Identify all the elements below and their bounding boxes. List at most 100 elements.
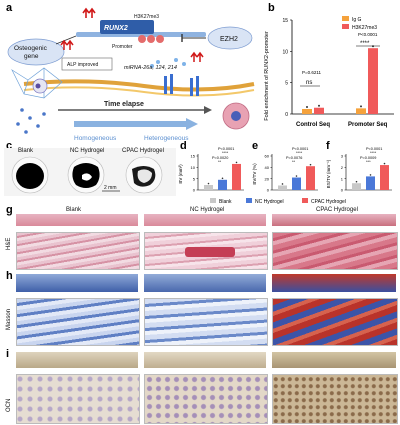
chart-d-tick-label: 0 xyxy=(193,188,196,193)
legend-nc: NC Hydrogel xyxy=(255,199,284,205)
ocn-blank-zoom xyxy=(16,374,140,424)
chart-b-ylabel: Fold enrichment of RUNX2-promoter xyxy=(264,31,270,121)
masson-blank-zoom xyxy=(16,298,140,346)
chart-e-tick-label: 0 xyxy=(267,188,270,193)
panel-label-a: a xyxy=(6,2,13,14)
nucleosome-3 xyxy=(156,35,164,43)
chart-f-bar xyxy=(380,165,389,190)
chart-b-tick-label: 15 xyxy=(282,18,288,24)
chart-e-bar xyxy=(306,166,315,190)
chart-b-tick-label: 10 xyxy=(282,49,288,55)
chart-e-point xyxy=(281,183,284,185)
chart-e-tick-label: 60 xyxy=(265,154,270,159)
legend-h3k: H3K27me3 xyxy=(352,25,377,31)
chart-b-bar xyxy=(368,48,378,115)
chart-f-tick-label: 3 xyxy=(341,154,344,159)
microct-label-blank: Blank xyxy=(18,148,34,154)
chart-b-point xyxy=(318,104,320,107)
chart-d-point xyxy=(221,177,224,180)
chart-f-bar xyxy=(366,176,375,190)
ocn-cpac-zoom xyxy=(272,374,398,424)
chart-d-bar xyxy=(232,163,241,190)
chart-f-tick-label: 1 xyxy=(341,176,344,181)
molecule-icons xyxy=(150,58,186,68)
gene-label: gene xyxy=(24,53,39,60)
schematic-diagram: RUNX2 H3K27me3 Promoter EZH2 Osteogenic … xyxy=(7,7,255,142)
mirna-up-arrows-icon xyxy=(190,51,204,62)
row-label-ocn: OCN xyxy=(6,398,12,412)
nucleosome-2 xyxy=(147,35,155,43)
chart-b-tick-label: 0 xyxy=(285,112,288,118)
alp-label: ALP improved xyxy=(67,62,99,68)
heterogeneous-label: Heterogeneous xyxy=(144,135,189,142)
mirna-label: miRNA-26a, 124, 214 xyxy=(124,65,177,71)
legend-nc-swatch xyxy=(246,198,252,203)
osteo-up-arrows-icon xyxy=(60,39,74,50)
chart-e-bar xyxy=(278,185,287,190)
masson-cpac-zoom xyxy=(272,298,398,346)
he-cpac-overview xyxy=(272,214,396,226)
cat-control: Control Seq xyxy=(296,122,330,128)
chart-e-ylabel: BV/TV (%) xyxy=(252,163,257,185)
legend-cpac-swatch xyxy=(302,198,308,203)
chart-f-p1: P<0.0001 xyxy=(366,147,382,151)
chart-e-m2: ** xyxy=(292,159,296,164)
panel-label-c: c xyxy=(6,140,13,152)
promoter-label: Promoter xyxy=(112,44,133,50)
panel-label-f: f xyxy=(326,140,330,152)
masson-blank-overview xyxy=(16,274,138,292)
sig-control-mark: ns xyxy=(306,80,312,86)
chart-d-bar xyxy=(218,179,227,190)
masson-nc-zoom xyxy=(144,298,268,346)
chart-b: Fold enrichment of RUNX2-promoter 051015… xyxy=(264,16,394,128)
he-nc-zoom xyxy=(144,232,268,270)
osteogenic-label: Osteogenic xyxy=(14,45,48,52)
chart-b-point xyxy=(306,105,308,108)
chart-e-point xyxy=(295,175,298,177)
chart-f-tick-label: 2 xyxy=(341,165,344,170)
chart-d-tick-label: 10 xyxy=(191,165,196,170)
chart-d-tick-label: 15 xyxy=(191,154,196,159)
up-arrows-icon xyxy=(82,7,96,18)
histo-col-nc: NC Hydrogel xyxy=(190,207,225,213)
chart-b-point xyxy=(360,105,362,108)
chart-b-bar xyxy=(356,108,366,114)
he-cpac-zoom xyxy=(272,232,398,270)
microct-label-nc: NC Hydrogel xyxy=(70,148,105,154)
histo-col-blank: Blank xyxy=(66,207,82,213)
chart-f-p2: P=0.0009 xyxy=(360,156,376,160)
cat-promoter: Promoter Seq xyxy=(348,122,388,128)
panel-label-b: b xyxy=(268,2,275,14)
ezh2-blob xyxy=(207,26,253,50)
h3k27me3-label: H3K27me3 xyxy=(134,14,159,20)
def-legend: Blank NC Hydrogel CPAC Hydrogel xyxy=(210,198,346,205)
chart-d-ylabel: BV (mm³) xyxy=(178,164,183,184)
legend-blank: Blank xyxy=(219,199,232,205)
chart-e-point xyxy=(309,163,312,166)
chart-f-tick-label: 0 xyxy=(341,188,344,193)
he-nc-overview xyxy=(144,214,266,226)
chart-f-point xyxy=(383,162,386,165)
histo-col-cpac: CPAC Hydrogel xyxy=(316,207,358,213)
chart-b-bar xyxy=(314,107,324,114)
chart-f-point xyxy=(369,174,372,176)
legend-igg: Ig G xyxy=(352,17,362,23)
he-blank-overview xyxy=(16,214,138,226)
ezh2-label: EZH2 xyxy=(220,36,238,43)
row-label-masson: Masson xyxy=(6,308,12,330)
chart-d-tick-label: 5 xyxy=(193,176,196,181)
chart-d-bar xyxy=(204,185,213,190)
masson-nc-overview xyxy=(144,274,266,292)
alp-box xyxy=(61,57,113,71)
masson-row xyxy=(16,274,398,346)
panel-label-g: g xyxy=(6,204,13,216)
ocn-cpac-overview xyxy=(272,352,396,368)
chart-d-point xyxy=(235,161,238,164)
chart-d-m2: ** xyxy=(218,159,222,164)
sig-control-p: P=0.6211 xyxy=(302,70,322,75)
chart-f-ylabel: BS/TV (mm⁻¹) xyxy=(326,159,331,188)
